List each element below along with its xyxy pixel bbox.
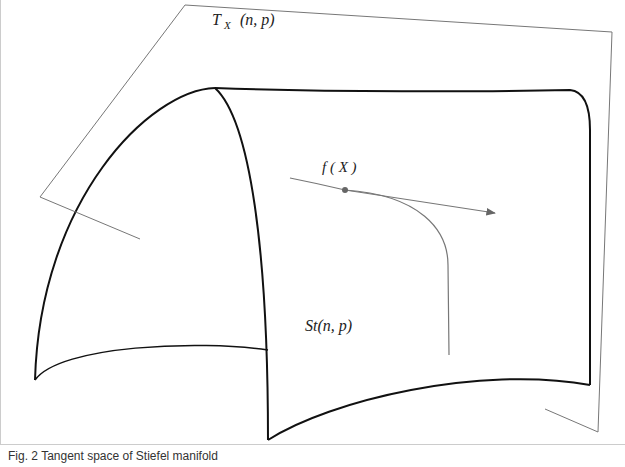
space-symbol: T — [212, 12, 221, 28]
curve-fx — [290, 178, 495, 355]
surface-fill — [35, 88, 590, 440]
surface-edge — [268, 379, 590, 440]
surface-edge — [215, 88, 590, 385]
surface-edge — [35, 345, 268, 380]
manifold-label: St(n, p) — [305, 318, 352, 334]
tangent-plane — [40, 197, 598, 432]
space-arguments: (n, p) — [240, 12, 275, 28]
figure-caption: Fig. 2 Tangent space of Stiefel manifold — [8, 450, 218, 462]
space-subscript: X — [224, 20, 231, 31]
frame-line — [0, 444, 625, 445]
surface-edge — [215, 88, 268, 440]
function-label: f ( X ) — [322, 160, 357, 175]
point-dot — [342, 187, 348, 193]
plane-edge — [40, 197, 140, 239]
tangent-arrow — [345, 190, 495, 213]
stiefel-surface — [35, 88, 590, 440]
curve-path — [290, 178, 449, 355]
frame-line — [0, 0, 1, 445]
surface-edge — [35, 88, 215, 380]
plane-edge — [545, 409, 598, 432]
